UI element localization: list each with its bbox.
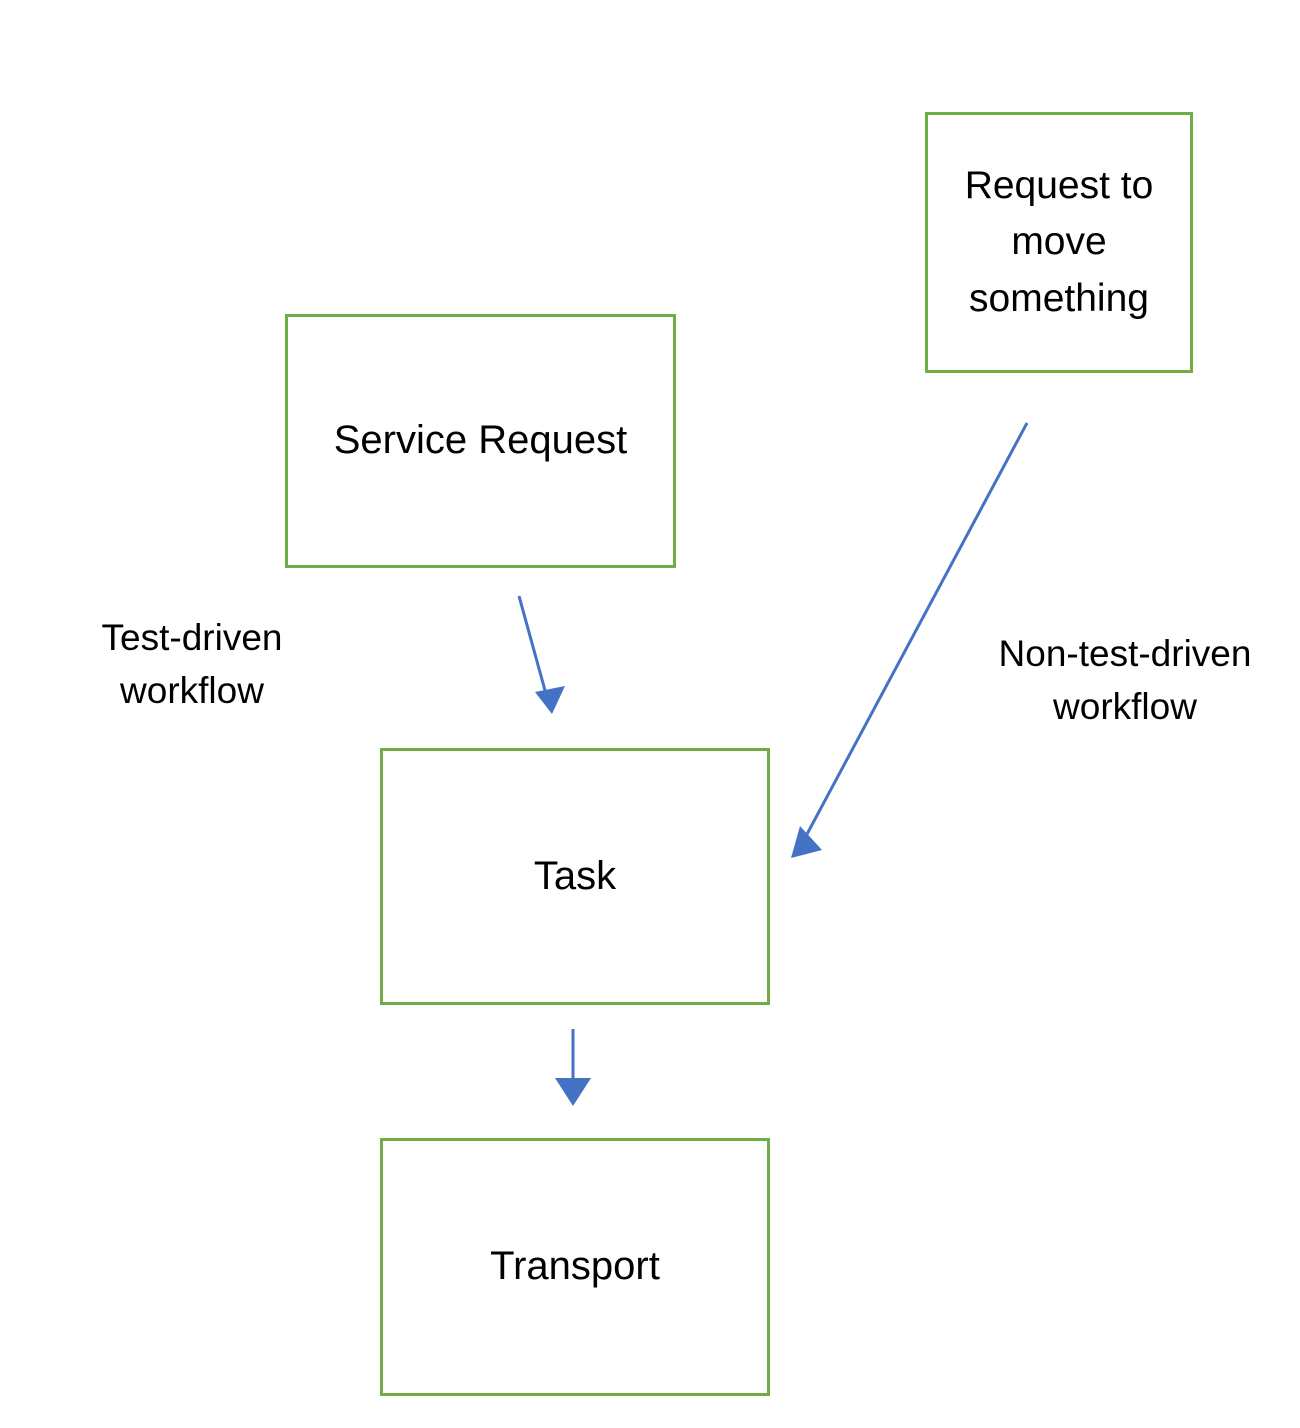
node-request-to-move-something[interactable]: Request to move something xyxy=(925,112,1193,373)
arrowhead-task-to-transport xyxy=(555,1078,591,1106)
node-transport[interactable]: Transport xyxy=(380,1138,770,1396)
arrowhead-service-request-to-task xyxy=(535,686,565,714)
node-label-request-to-move-something: Request to move something xyxy=(964,163,1154,320)
node-label-service-request: Service Request xyxy=(333,418,628,463)
node-service-request[interactable]: Service Request xyxy=(285,314,676,568)
annotation-non-test-driven-workflow: Non-test-driven workflow xyxy=(998,633,1252,727)
node-task[interactable]: Task xyxy=(380,748,770,1005)
edge-line-service-request-to-task xyxy=(517,595,548,695)
node-label-transport: Transport xyxy=(490,1244,660,1289)
arrowhead-request-move-to-task xyxy=(791,826,822,858)
node-label-task: Task xyxy=(533,853,617,898)
edge-task-to-transport xyxy=(555,1029,591,1106)
edge-service-request-to-task xyxy=(517,595,565,714)
annotation-test-driven-workflow: Test-driven workflow xyxy=(101,617,283,711)
